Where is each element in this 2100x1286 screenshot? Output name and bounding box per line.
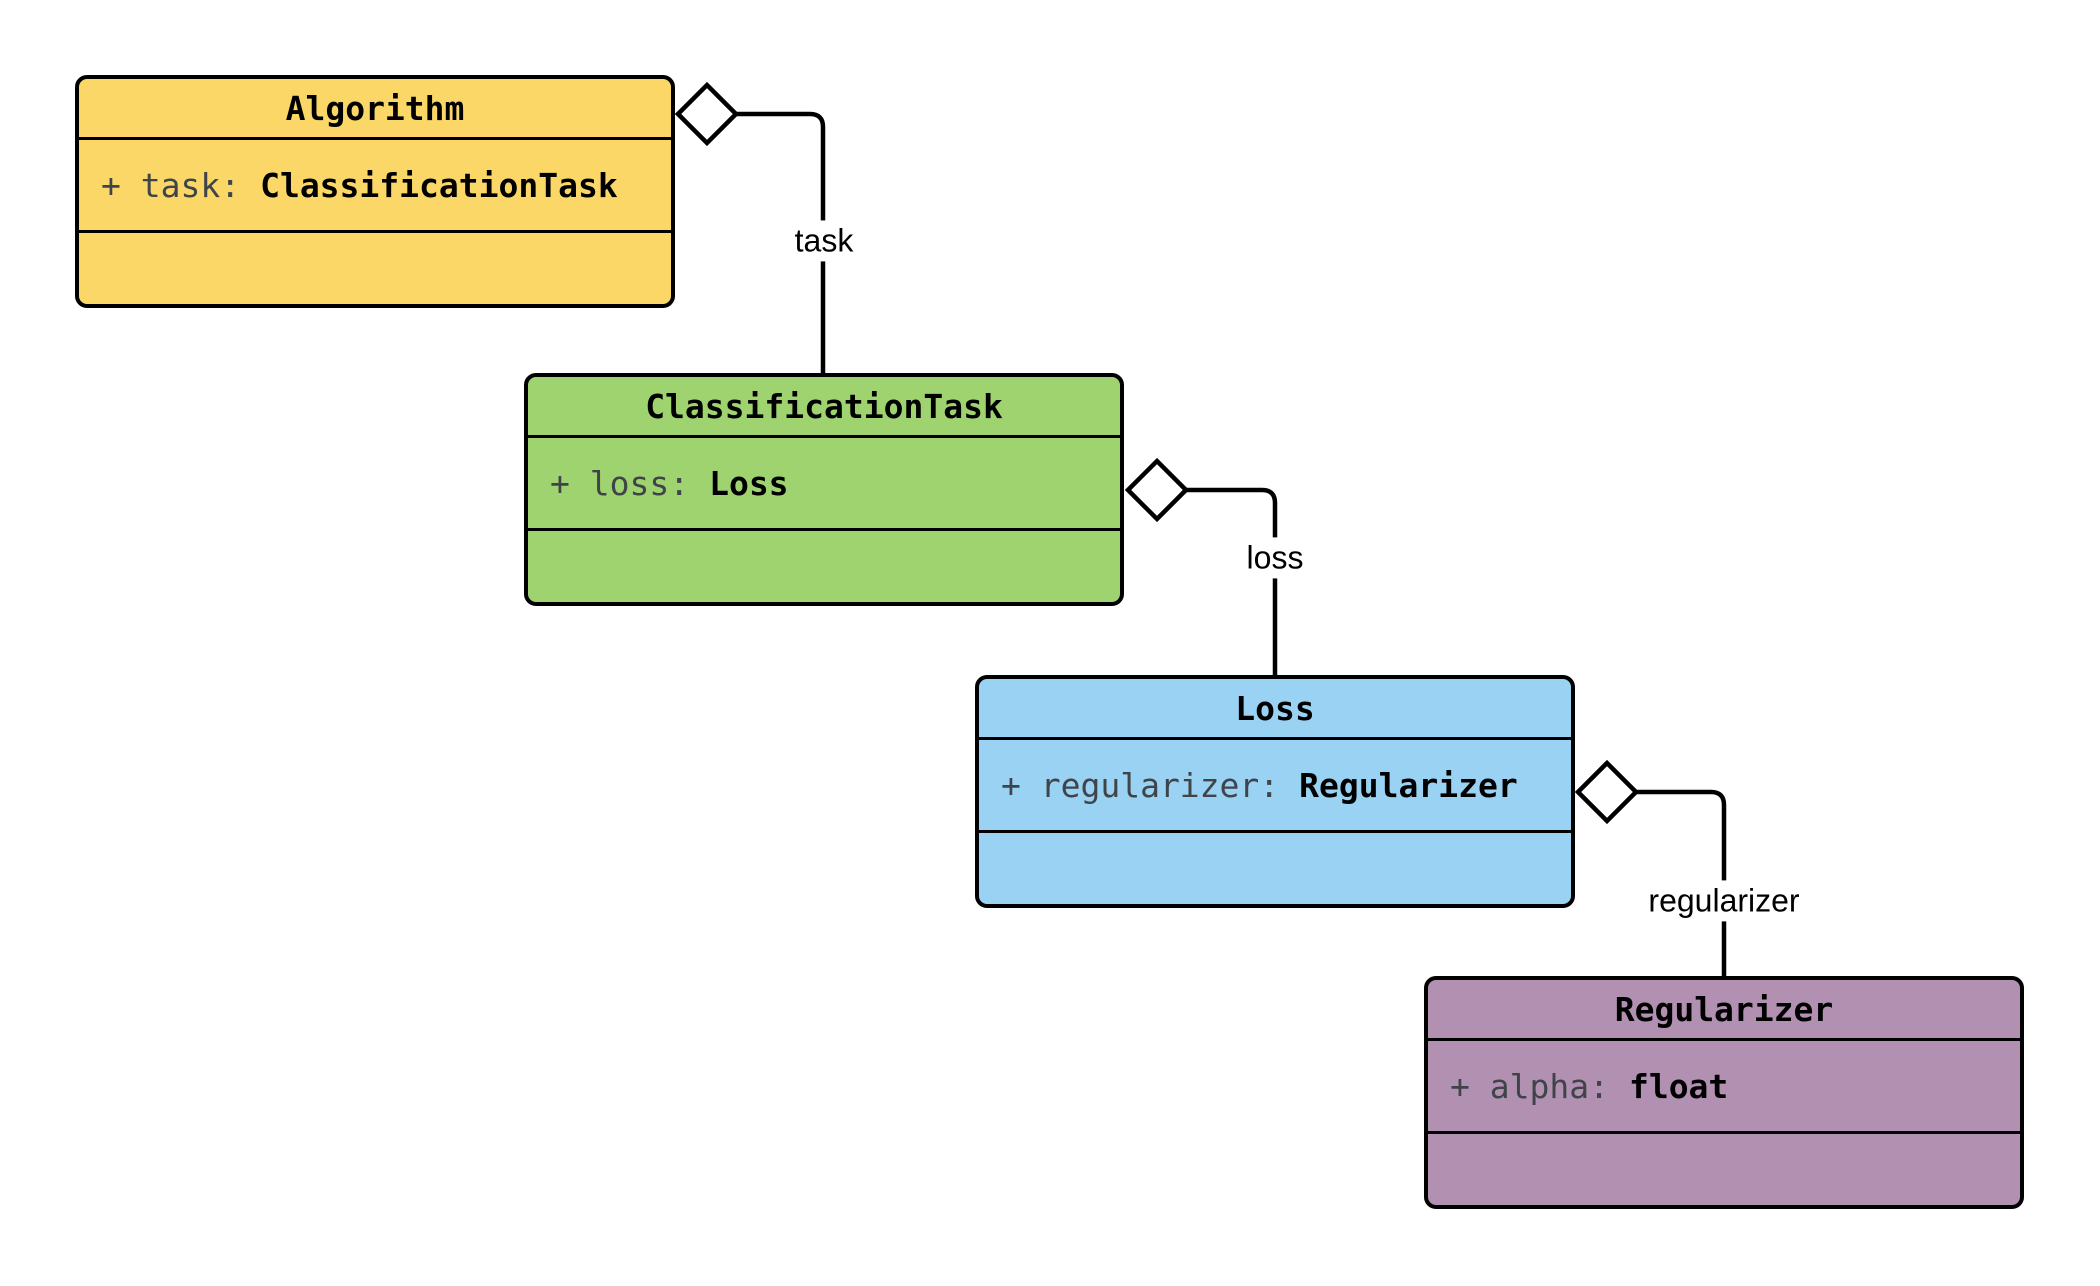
edge-label-loss: loss (1237, 537, 1313, 579)
aggregation-diamond-icon (1124, 457, 1190, 523)
attribute-type: ClassificationTask (260, 165, 618, 205)
edge-regularizer (1574, 759, 1727, 976)
attribute-type: Regularizer (1299, 765, 1518, 805)
class-attribute: + alpha: float (1428, 1038, 2020, 1131)
class-title: Regularizer (1614, 989, 1834, 1029)
methods-compartment-empty (528, 528, 1120, 602)
attribute-name: + loss: (550, 463, 690, 503)
attribute-name: + regularizer: (1001, 765, 1280, 805)
attribute-name: + alpha: (1450, 1066, 1609, 1106)
class-box-loss: Loss + regularizer: Regularizer (975, 675, 1575, 908)
attribute-name: + task: (101, 165, 241, 205)
class-attribute: + loss: Loss (528, 435, 1120, 528)
class-box-classificationtask: ClassificationTask + loss: Loss (524, 373, 1124, 606)
class-box-regularizer: Regularizer + alpha: float (1424, 976, 2024, 1209)
attribute-type: Loss (709, 463, 789, 503)
class-attribute: + task: ClassificationTask (79, 137, 671, 230)
aggregation-diamond-icon (1574, 759, 1640, 825)
class-title: Algorithm (285, 88, 465, 128)
class-title: Loss (1235, 688, 1315, 728)
class-attribute: + regularizer: Regularizer (979, 737, 1571, 830)
methods-compartment-empty (979, 830, 1571, 904)
edge-label-regularizer: regularizer (1639, 880, 1809, 922)
methods-compartment-empty (1428, 1131, 2020, 1205)
attribute-type: float (1628, 1066, 1729, 1106)
edge-label-task: task (785, 220, 863, 262)
aggregation-diamond-icon (674, 81, 740, 147)
class-title: ClassificationTask (645, 386, 1003, 426)
edge-line-loss (1186, 487, 1278, 675)
methods-compartment-empty (79, 230, 671, 304)
class-box-algorithm: Algorithm + task: ClassificationTask (75, 75, 675, 308)
